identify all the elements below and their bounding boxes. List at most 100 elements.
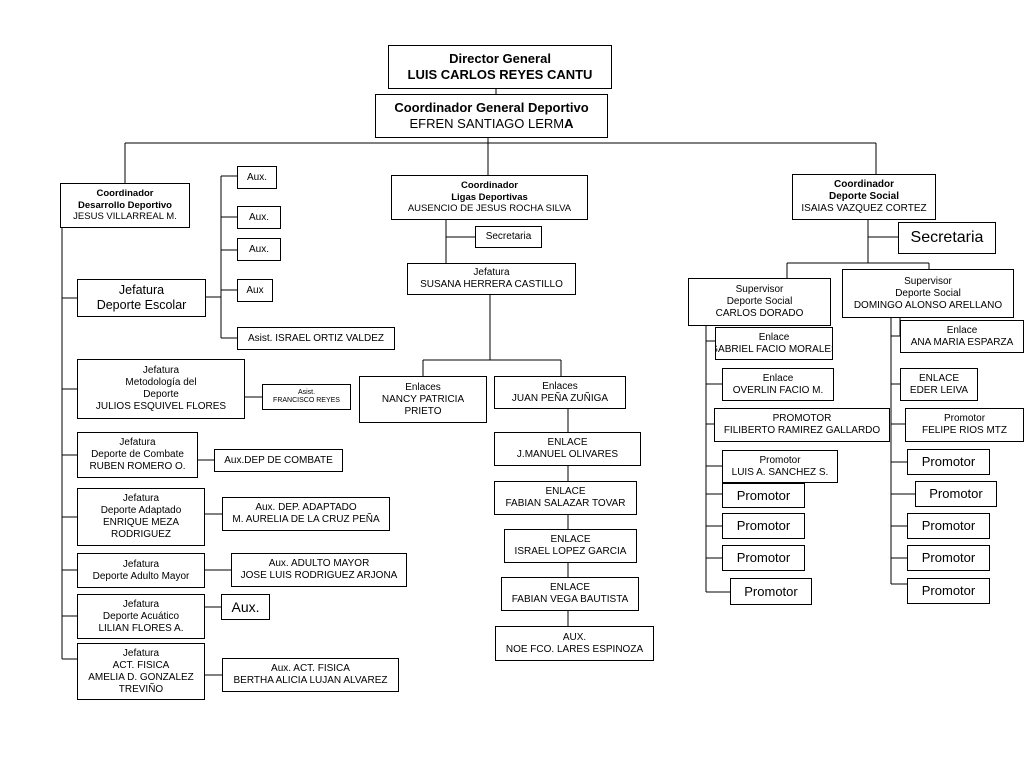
promotor-filiberto-line2: FILIBERTO RAMIREZ GALLARDO <box>723 425 881 436</box>
supervisor-dorado-line3: CARLOS DORADO <box>715 308 804 319</box>
jefatura-adulto-box: Jefatura Deporte Adulto Mayor <box>77 553 205 588</box>
promotor-left-d-label: Promotor <box>744 583 798 599</box>
enlaces-nancy-line2: NANCY PATRICIA <box>381 393 465 405</box>
promotor-left-a-label: Promotor <box>736 487 791 503</box>
promotor-right-c-box: Promotor <box>907 513 990 539</box>
jefatura-combate-box: Jefatura Deporte de Combate RUBEN ROMERO… <box>77 432 198 478</box>
aux-label-4: Aux <box>246 284 264 296</box>
social-secretaria-box: Secretaria <box>898 222 996 254</box>
combate-line2: Deporte de Combate <box>91 449 184 460</box>
coordinador-ligas-box: Coordinador Ligas Deportivas AUSENCIO DE… <box>391 175 588 220</box>
promotor-filiberto-line1: PROMOTOR <box>772 413 832 424</box>
jefatura-adaptado-box: Jefatura Deporte Adaptado ENRIQUE MEZA R… <box>77 488 205 546</box>
enlace-olivares-line2: J.MANUEL OLIVARES <box>516 449 619 460</box>
enlace-gabriel-box: Enlace GABRIEL FACIO MORALES <box>715 327 833 360</box>
adaptado-line3: ENRIQUE MEZA <box>102 517 180 528</box>
supervisor-dorado-line2: Deporte Social <box>726 296 793 307</box>
social-secretaria-label: Secretaria <box>910 229 984 247</box>
director-general-box: Director General LUIS CARLOS REYES CANTU <box>388 45 612 89</box>
actfisica-aux-line1: Aux. ACT. FISICA <box>271 663 350 674</box>
asist-box: Asist. ISRAEL ORTIZ VALDEZ <box>237 327 395 350</box>
enlaces-nancy-line3: PRIETO <box>404 405 442 417</box>
escolar-line1: Jefatura <box>118 283 165 297</box>
coordinador-general-box: Coordinador General Deportivo EFREN SANT… <box>375 94 608 138</box>
aux-lares-line2: NOE FCO. LARES ESPINOZA <box>505 643 644 655</box>
aux-lares-box: AUX. NOE FCO. LARES ESPINOZA <box>495 626 654 661</box>
enlace-lopez-box: ENLACE ISRAEL LOPEZ GARCIA <box>504 529 637 563</box>
metodologia-line1: Jefatura <box>142 365 180 376</box>
enlace-overlin-line2: OVERLIN FACIO M. <box>732 384 824 396</box>
combate-line3: RUBEN ROMERO O. <box>89 461 186 472</box>
promotor-right-a-box: Promotor <box>907 449 990 475</box>
coord-social-title: Coordinador <box>834 179 894 190</box>
coordinador-general-title: Coordinador General Deportivo <box>394 100 589 116</box>
metodologia-line4: JULIOS ESQUIVEL FLORES <box>95 401 227 412</box>
promotor-right-e-label: Promotor <box>921 583 976 599</box>
acuatico-aux-label: Aux. <box>231 598 260 615</box>
aux-box-1: Aux. <box>237 166 277 189</box>
coord-social-name: ISAIAS VAZQUEZ CORTEZ <box>801 203 927 214</box>
supervisor-dorado-line1: Supervisor <box>735 284 784 295</box>
aux-label-2: Aux. <box>248 211 269 223</box>
acuatico-aux-box: Aux. <box>221 594 270 620</box>
promotor-right-d-box: Promotor <box>907 545 990 571</box>
promotor-felipe-line1: Promotor <box>943 413 986 424</box>
jefatura-ligas-box: Jefatura SUSANA HERRERA CASTILLO <box>407 263 576 295</box>
combate-aux-box: Aux.DEP DE COMBATE <box>214 449 343 472</box>
promotor-sanchez-line2: LUIS A. SANCHEZ S. <box>731 466 829 478</box>
enlaces-nancy-line1: Enlaces <box>405 381 441 393</box>
aux-lares-line1: AUX. <box>562 631 587 643</box>
adaptado-aux-line1: Aux. DEP. ADAPTADO <box>255 502 357 513</box>
actfisica-line4: TREVIÑO <box>118 683 164 695</box>
enlaces-nancy-box: Enlaces NANCY PATRICIA PRIETO <box>359 376 487 423</box>
aux-box-2: Aux. <box>237 206 281 229</box>
metodologia-line3: Deporte <box>143 389 179 400</box>
adulto-aux-line2: JOSE LUIS RODRIGUEZ ARJONA <box>240 570 398 581</box>
jefatura-escolar-box: Jefatura Deporte Escolar <box>77 279 206 317</box>
enlace-olivares-line1: ENLACE <box>547 437 588 448</box>
promotor-left-c-label: Promotor <box>736 550 791 566</box>
aux-label-3: Aux. <box>248 243 269 255</box>
coordinador-social-box: Coordinador Deporte Social ISAIAS VAZQUE… <box>792 174 936 220</box>
adaptado-line2: Deporte Adaptado <box>100 505 182 516</box>
acuatico-line2: Deporte Acuático <box>102 610 180 622</box>
supervisor-arellano-line2: Deporte Social <box>895 287 961 299</box>
aux-box-4: Aux <box>237 279 273 302</box>
promotor-right-d-label: Promotor <box>921 550 976 566</box>
actfisica-line2: ACT. FISICA <box>112 659 170 671</box>
actfisica-aux-line2: BERTHA ALICIA LUJAN ALVAREZ <box>233 675 388 686</box>
director-name: LUIS CARLOS REYES CANTU <box>407 67 593 82</box>
promotor-right-e-box: Promotor <box>907 578 990 604</box>
enlace-overlin-line1: Enlace <box>762 372 794 384</box>
promotor-right-b-label: Promotor <box>929 486 983 502</box>
enlace-overlin-box: Enlace OVERLIN FACIO M. <box>722 368 834 401</box>
supervisor-arellano-line1: Supervisor <box>904 275 952 287</box>
enlace-olivares-box: ENLACE J.MANUEL OLIVARES <box>494 432 641 466</box>
adaptado-aux-line2: M. AURELIA DE LA CRUZ PEÑA <box>232 514 380 525</box>
asist-label: Asist. ISRAEL ORTIZ VALDEZ <box>248 332 384 344</box>
promotor-right-c-label: Promotor <box>921 518 976 534</box>
coord-desarrollo-name: JESUS VILLARREAL M. <box>73 211 177 223</box>
combate-line1: Jefatura <box>119 437 156 448</box>
adulto-line2: Deporte Adulto Mayor <box>92 570 190 582</box>
promotor-left-a-box: Promotor <box>722 483 805 508</box>
aux-box-3: Aux. <box>237 238 281 261</box>
metodologia-line2: Metodología del <box>125 377 197 388</box>
coord-ligas-title: Coordinador <box>461 180 518 192</box>
jefatura-acuatico-box: Jefatura Deporte Acuático LILIAN FLORES … <box>77 594 205 639</box>
promotor-filiberto-box: PROMOTOR FILIBERTO RAMIREZ GALLARDO <box>714 408 890 442</box>
metodologia-asist-line2: FRANCISCO REYES <box>273 397 340 404</box>
promotor-sanchez-line1: Promotor <box>759 454 801 466</box>
enlace-gabriel-line2: GABRIEL FACIO MORALES <box>715 343 833 355</box>
adulto-line1: Jefatura <box>122 558 160 570</box>
coord-ligas-area: Ligas Deportivas <box>451 191 528 203</box>
escolar-line2: Deporte Escolar <box>96 298 187 312</box>
coordinador-desarrollo-box: Coordinador Desarrollo Deportivo JESUS V… <box>60 183 190 228</box>
jefatura-ligas-line2: SUSANA HERRERA CASTILLO <box>420 279 563 290</box>
adaptado-line1: Jefatura <box>122 493 160 504</box>
coord-desarrollo-area: Desarrollo Deportivo <box>78 199 172 211</box>
enlace-lopez-line2: ISRAEL LOPEZ GARCIA <box>514 546 627 557</box>
enlace-salazar-line1: ENLACE <box>545 486 586 497</box>
enlace-eder-box: ENLACE EDER LEIVA <box>900 368 978 401</box>
